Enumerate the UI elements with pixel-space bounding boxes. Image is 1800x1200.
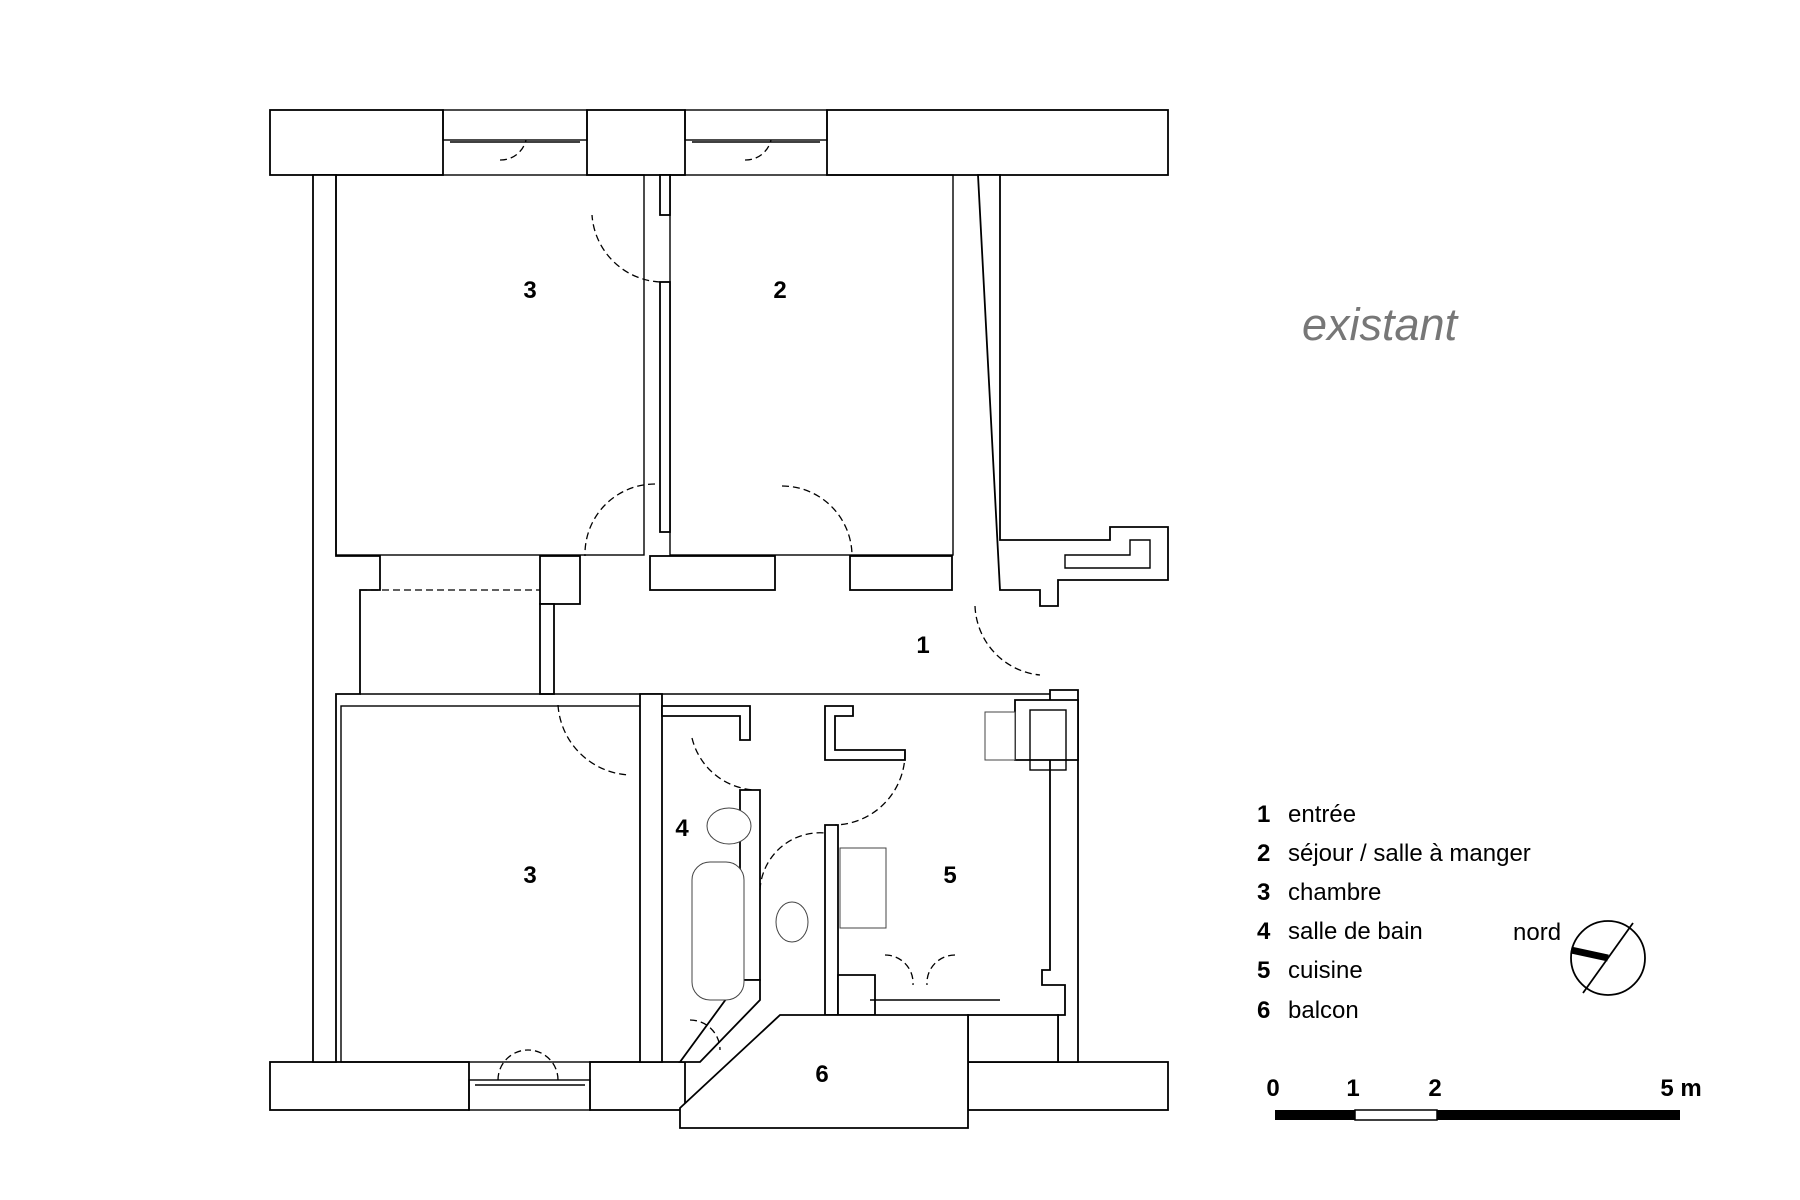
legend-label: salle de bain <box>1288 918 1423 945</box>
room-number-3-bottom: 3 <box>523 862 536 889</box>
fixtures <box>691 711 1016 1001</box>
legend-num: 6 <box>1257 997 1270 1024</box>
scale-tick-label: 5 m <box>1660 1075 1701 1102</box>
scale-segment <box>1354 1109 1438 1121</box>
legend: 1 entrée 2 séjour / salle à manger 3 cha… <box>1257 801 1531 1024</box>
plan-title: existant <box>1302 299 1460 350</box>
legend-label: chambre <box>1288 879 1381 906</box>
sink-icon <box>984 711 1016 761</box>
legend-num: 2 <box>1257 840 1270 867</box>
legend-label: entrée <box>1288 801 1356 828</box>
room-number-6: 6 <box>815 1061 828 1088</box>
bathtub-icon <box>691 861 745 1001</box>
legend-label: cuisine <box>1288 957 1363 984</box>
scale-bar: 0 1 2 5 m <box>1266 1075 1702 1121</box>
toilet-icon <box>775 901 809 943</box>
legend-num: 3 <box>1257 879 1270 906</box>
room-number-1: 1 <box>916 632 929 659</box>
cooker-icon <box>839 847 887 929</box>
scale-tick-label: 2 <box>1428 1075 1441 1102</box>
north-arrow: nord <box>1513 919 1646 996</box>
room-number-5: 5 <box>943 862 956 889</box>
north-pointer <box>1570 946 1609 962</box>
scale-segment <box>1275 1110 1355 1120</box>
scale-segment <box>1437 1110 1680 1120</box>
scale-tick-label: 0 <box>1266 1075 1279 1102</box>
door-swings <box>497 139 1041 1081</box>
legend-num: 1 <box>1257 801 1270 828</box>
legend-label: balcon <box>1288 997 1359 1024</box>
north-label: nord <box>1513 919 1561 946</box>
room-number-2: 2 <box>773 277 786 304</box>
legend-num: 4 <box>1257 918 1271 945</box>
room-number-4: 4 <box>675 815 689 842</box>
legend-label: séjour / salle à manger <box>1288 840 1531 867</box>
room-number-3-top: 3 <box>523 277 536 304</box>
scale-tick-label: 1 <box>1346 1075 1359 1102</box>
room-numbers: 1 2 3 3 4 5 6 <box>523 277 956 1088</box>
legend-num: 5 <box>1257 957 1270 984</box>
washbasin-icon <box>706 807 752 845</box>
